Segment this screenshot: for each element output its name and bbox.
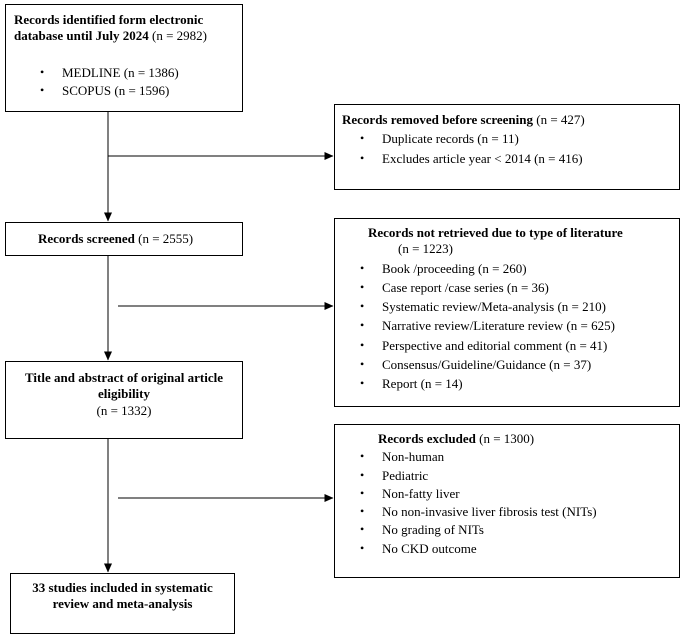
records-excluded-title: Records excluded (n = 1300): [342, 431, 671, 449]
records-excluded-box: Records excluded (n = 1300) Non-human Pe…: [334, 424, 680, 578]
records-not-retrieved-list: Book /proceeding (n = 260) Case report /…: [354, 261, 671, 396]
records-excluded-count: (n = 1300): [475, 431, 535, 446]
list-item: SCOPUS (n = 1596): [34, 83, 234, 101]
list-item: Pediatric: [354, 468, 671, 486]
records-excluded-label: Records excluded: [378, 431, 476, 446]
list-item: Consensus/Guideline/Guidance (n = 37): [354, 357, 671, 376]
records-not-retrieved-count: (n = 1223): [398, 241, 453, 257]
eligibility-count: (n = 1332): [96, 402, 152, 418]
records-identified-list: MEDLINE (n = 1386) SCOPUS (n = 1596): [34, 65, 234, 102]
records-identified-label: Records identified form electronic datab…: [14, 12, 204, 44]
list-item: Systematic review/Meta-analysis (n = 210…: [354, 299, 671, 318]
records-removed-list: Duplicate records (n = 11) Excludes arti…: [354, 131, 671, 170]
eligibility-box: Title and abstract of original article e…: [5, 361, 243, 439]
records-not-retrieved-label: Records not retrieved due to type of lit…: [368, 225, 623, 240]
records-screened-label: Records screened: [38, 231, 135, 246]
list-item: Non-fatty liver: [354, 486, 671, 504]
list-item: Excludes article year < 2014 (n = 416): [354, 151, 671, 170]
list-item: Case report /case series (n = 36): [354, 280, 671, 299]
records-identified-count: (n = 2982): [148, 28, 207, 44]
list-item: No non-invasive liver fibrosis test (NIT…: [354, 504, 671, 522]
records-removed-count: (n = 427): [532, 112, 585, 127]
list-item: Non-human: [354, 449, 671, 467]
records-removed-box: Records removed before screening (n = 42…: [334, 104, 680, 190]
records-removed-label: Records removed before screening: [342, 112, 533, 127]
list-item: Report (n = 14): [354, 376, 671, 395]
records-removed-title: Records removed before screening (n = 42…: [342, 112, 671, 128]
list-item: Narrative review/Literature review (n = …: [354, 318, 671, 337]
list-item: Book /proceeding (n = 260): [354, 261, 671, 280]
records-identified-box: Records identified form electronic datab…: [5, 4, 243, 112]
records-screened-box: Records screened (n = 2555): [5, 222, 243, 256]
list-item: No CKD outcome: [354, 541, 671, 559]
records-identified-title: Records identified form electronic datab…: [14, 12, 234, 45]
studies-included-label: 33 studies included in systematic review…: [32, 580, 213, 612]
records-not-retrieved-box: Records not retrieved due to type of lit…: [334, 218, 680, 407]
eligibility-label: Title and abstract of original article e…: [25, 370, 223, 402]
list-item: Perspective and editorial comment (n = 4…: [354, 338, 671, 357]
list-item: Duplicate records (n = 11): [354, 131, 671, 150]
records-excluded-list: Non-human Pediatric Non-fatty liver No n…: [354, 449, 671, 559]
records-screened-count: (n = 2555): [134, 231, 194, 246]
list-item: MEDLINE (n = 1386): [34, 65, 234, 83]
studies-included-box: 33 studies included in systematic review…: [10, 573, 235, 634]
list-item: No grading of NITs: [354, 522, 671, 540]
